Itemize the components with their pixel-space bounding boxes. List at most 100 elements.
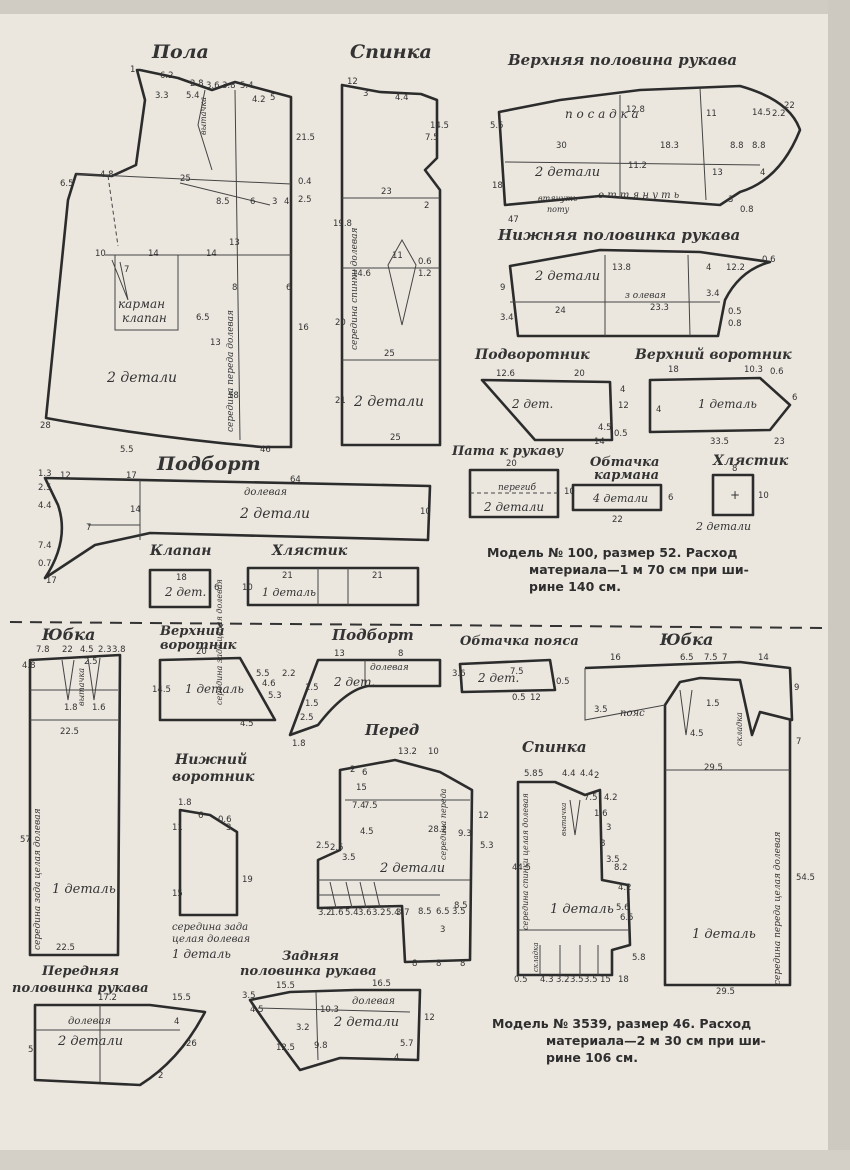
measurement-label: 8 [732,464,737,474]
measurement-label: 2.5 [316,841,330,851]
measurement-label: 0.4 [298,177,312,187]
measurement-label: 14.5 [152,685,171,695]
measurement-label: 0.8 [728,319,742,329]
half-belt-numbers: 810 [732,464,769,501]
measurement-label: 26 [186,1039,197,1049]
measurement-label: 12 [530,693,541,703]
measurement-label: 4.8 [22,661,36,671]
title-undercollar: Подворотник [474,347,590,363]
measurement-label: 2.5 [298,195,312,205]
measurement-label: 3.5 [570,975,584,985]
measurement-label: 3.6 [358,908,372,918]
label-upper-sleeve-vtyanut: втянуть [538,194,577,203]
caption-model-100-line1: Модель № 100, размер 52. Расход [487,545,738,560]
label-skirt-left-dart: вытачка [77,668,86,706]
measurement-label: 24 [555,306,566,316]
piece-pocket-facing: Обтачка кармана 4 детали 226 [571,455,673,525]
measurement-label: 5.7 [400,1039,414,1049]
measurement-label: 1.6 [594,809,608,819]
measurement-label: 33.5 [710,437,729,447]
measurement-label: 8 [232,283,237,293]
measurement-label: 1.6 [330,908,344,918]
measurement-label: 3.5 [342,853,356,863]
measurement-label: 10 [95,249,106,259]
measurement-label: 2.3 [98,645,112,655]
measurement-label: 4 [706,263,711,273]
measurement-label: 14.6 [352,269,371,279]
measurement-label: 25 [390,433,401,443]
measurement-label: 18 [176,573,187,583]
measurement-label: 5.3 [268,691,282,701]
measurement-label: 20 [574,369,585,379]
measurement-label: 3 [363,89,368,99]
measurement-label: 7.4 [352,801,366,811]
measurement-label: 12.2 [726,263,745,273]
label-pola-pieces: 2 детали [106,370,177,386]
measurement-label: 4.2 [604,793,618,803]
measurement-label: 0.5 [512,693,526,703]
measurement-label: 0.7 [38,559,52,569]
measurement-label: 2.5 [84,657,98,667]
measurement-label: 4.5 [240,719,254,729]
measurement-label: 10 [242,583,253,593]
measurement-label: 5.5 [490,121,504,131]
label-front-sleeve-grain: долевая [68,1016,111,1027]
measurement-label: 3 [440,925,445,935]
label-facing-3539-grain: долевая [370,663,409,673]
piece-under-collar-3539: Нижний воротник середина зада целая доле… [172,751,255,961]
measurement-label: 28 [40,421,51,431]
measurement-label: 4 [284,197,289,207]
label-waist-facing-pieces: 2 дет. [477,671,519,685]
measurement-label: 1.5 [305,683,319,693]
measurement-label: 10.3 [320,1005,339,1015]
measurement-label: 4.5 [80,645,94,655]
measurement-label: 6 [214,583,219,593]
label-upper-sleeve-posadka: п о с а д к а [565,107,639,121]
measurement-label: 3 [728,195,733,205]
measurement-label: 9.3 [458,829,472,839]
piece-pola: Пола 2 детали карман клапан середина пер… [40,41,315,455]
measurement-label: 10 [428,747,439,757]
measurement-label: 21 [372,571,383,581]
piece-top-collar-3539: Верхний воротник 1 деталь середина зада … [152,579,282,729]
measurement-label: 12.6 [496,369,515,379]
measurement-label: 2 [594,771,599,781]
pocket-facing-numbers: 226 [612,493,673,525]
caption-model-100-line2: материала—1 м 70 см при ши- [529,562,749,577]
measurement-label: 6.2 [160,71,174,81]
measurement-label: 11 [392,251,403,261]
measurement-label: 12.8 [626,105,645,115]
label-half-belt-pieces: 2 детали [695,520,751,533]
measurement-label: 46 [260,445,271,455]
measurement-label: 8 [600,839,605,849]
caption-model-100: Модель № 100, размер 52. Расход материал… [487,544,749,595]
measurement-label: 2.2 [282,669,296,679]
piece-spinka: Спинка 2 детали середина спинки долевая … [333,41,449,447]
measurement-label: 3.4 [706,289,720,299]
measurement-label: 3.5 [584,975,598,985]
title-facing-3539: Подборт [331,626,414,644]
label-spinka-pieces: 2 детали [353,394,424,410]
label-skirt-right-slit: cкладка [735,712,744,746]
measurement-label: 8.5 [216,197,230,207]
measurement-label: 20 [196,647,207,657]
measurement-label: 4.5 [250,1005,264,1015]
measurement-label: 44.5 [512,863,531,873]
label-top-collar-3539-piece: 1 деталь [185,682,244,696]
measurement-label: 6.5 [60,179,74,189]
label-upper-sleeve-podu: поту [547,205,570,214]
measurement-label: 4 [656,405,661,415]
measurement-label: 3.8 [112,645,126,655]
measurement-label: 17 [126,471,137,481]
measurement-label: 3.4 [500,313,514,323]
measurement-label: 3 [226,823,231,833]
measurement-label: 18.3 [660,141,679,151]
piece-upper-sleeve: Верхняя половина рукава 2 детали п о с а… [490,51,802,225]
measurement-label: 12 [478,811,489,821]
caption-model-100-line3: рине 140 см. [529,579,621,594]
measurement-label: 14.5 [752,108,771,118]
